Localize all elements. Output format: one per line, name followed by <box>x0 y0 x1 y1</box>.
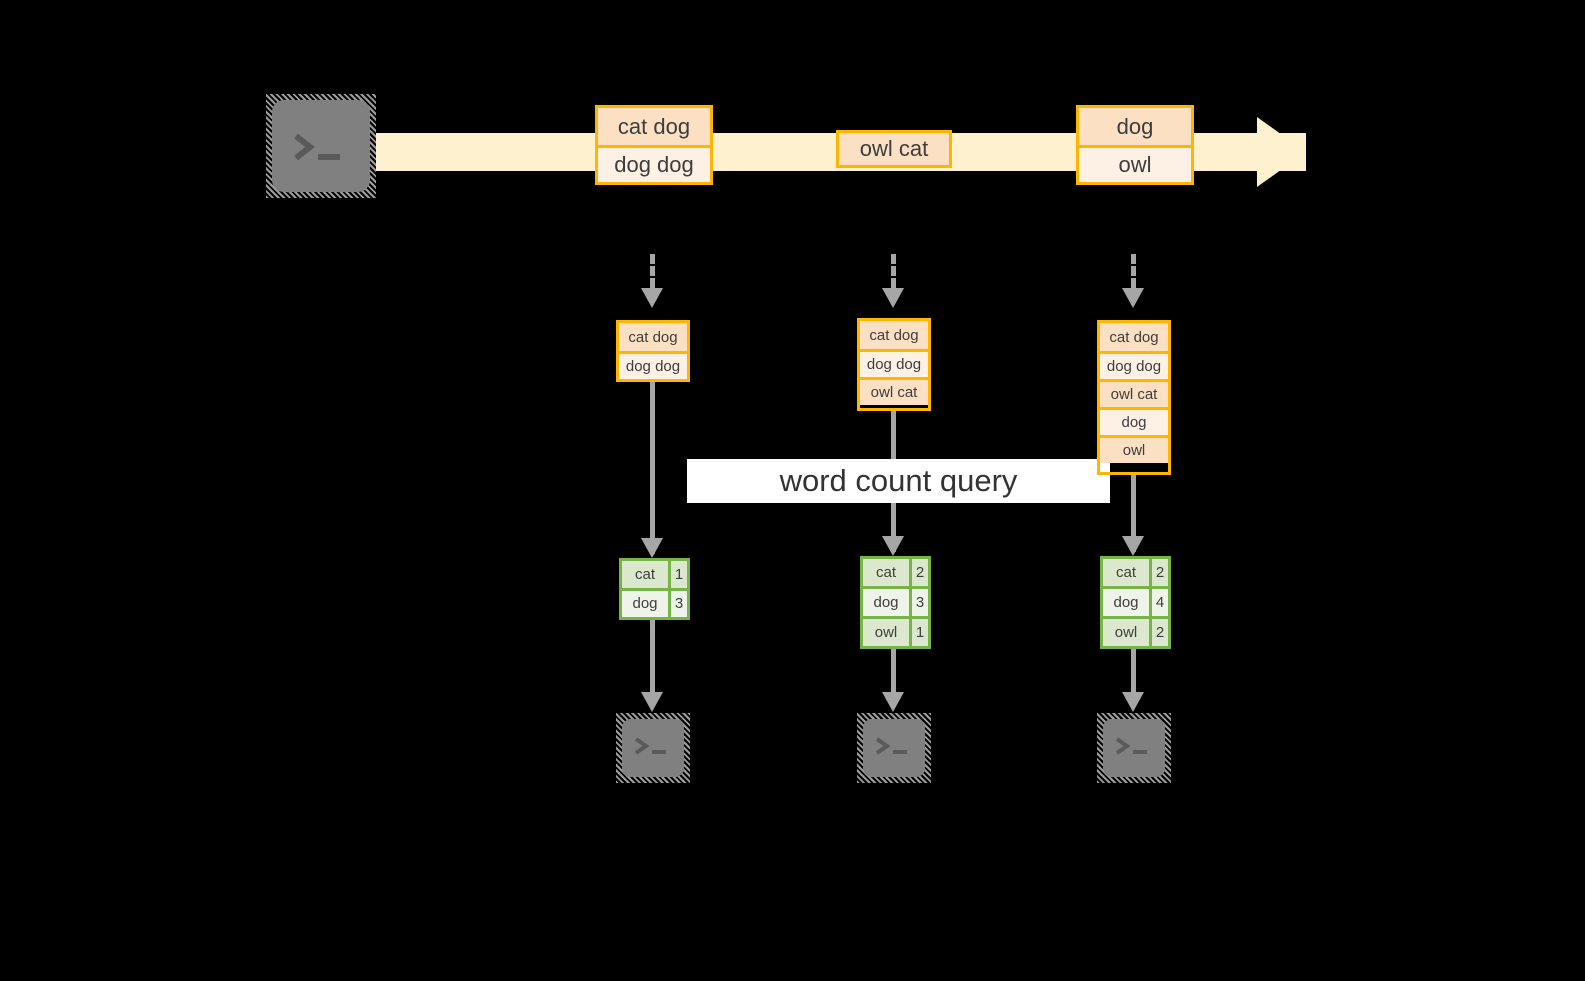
snapshot-2-records[interactable]: cat dog dog dog owl cat <box>857 318 931 411</box>
snapshot-1-records[interactable]: cat dog dog dog <box>616 320 690 382</box>
terminal-body <box>863 719 925 777</box>
stream-event-1-line-1: cat dog <box>598 108 710 145</box>
stream-event-2[interactable]: owl cat <box>836 130 952 168</box>
stream-event-3-line-2: owl <box>1079 145 1191 182</box>
stream-event-2-line-1: owl cat <box>839 133 949 165</box>
terminal-body <box>622 719 684 777</box>
snapshot-3-record-3: owl cat <box>1100 379 1168 407</box>
snapshot-3-record-2: dog dog <box>1100 351 1168 379</box>
snapshot-2-count-value-3: 1 <box>909 619 928 646</box>
snapshot-1-sink-terminal-icon[interactable] <box>616 713 690 783</box>
snapshot-3-counts[interactable]: cat 2 dog 4 owl 2 <box>1100 556 1171 649</box>
snapshot-3-records[interactable]: cat dog dog dog owl cat dog owl <box>1097 320 1171 475</box>
snapshot-3-count-row-2: dog 4 <box>1103 586 1168 616</box>
snapshot-1-dashed-connector <box>650 254 655 288</box>
terminal-body <box>272 100 370 192</box>
snapshot-2-count-row-2: dog 3 <box>863 586 928 616</box>
snapshot-1-sink-arrowhead <box>641 692 663 712</box>
prompt-glyph-icon <box>875 737 907 755</box>
snapshot-3-dashed-arrowhead <box>1122 288 1144 308</box>
snapshot-2-counts[interactable]: cat 2 dog 3 owl 1 <box>860 556 931 649</box>
snapshot-3-sink-arrow-line <box>1131 649 1136 692</box>
snapshot-3-count-word-1: cat <box>1103 559 1149 586</box>
snapshot-3-sink-terminal-icon[interactable] <box>1097 713 1171 783</box>
query-banner-label: word count query <box>779 463 1018 498</box>
stream-arrowhead <box>1257 117 1306 187</box>
snapshot-2-dashed-connector <box>891 254 896 288</box>
snapshot-3-record-4: dog <box>1100 407 1168 435</box>
snapshot-3-dashed-connector <box>1131 254 1136 288</box>
stream-event-3[interactable]: dog owl <box>1076 105 1194 185</box>
snapshot-2-record-3: owl cat <box>860 377 928 405</box>
snapshot-1-count-value-2: 3 <box>668 590 687 617</box>
snapshot-3-count-value-1: 2 <box>1149 559 1168 586</box>
snapshot-1-query-arrowhead <box>641 538 663 558</box>
snapshot-2-sink-arrowhead <box>882 692 904 712</box>
query-banner: word count query <box>687 459 1110 503</box>
snapshot-2-count-word-2: dog <box>863 589 909 616</box>
snapshot-2-sink-arrow-line <box>891 649 896 692</box>
snapshot-3-count-value-2: 4 <box>1149 589 1168 616</box>
stream-event-1[interactable]: cat dog dog dog <box>595 105 713 185</box>
snapshot-2-sink-terminal-icon[interactable] <box>857 713 931 783</box>
snapshot-1-counts[interactable]: cat 1 dog 3 <box>619 558 690 620</box>
prompt-glyph-icon <box>294 133 340 161</box>
snapshot-2-count-row-1: cat 2 <box>863 559 928 586</box>
prompt-glyph-icon <box>1115 737 1147 755</box>
snapshot-1-count-word-1: cat <box>622 561 668 588</box>
snapshot-2-count-value-1: 2 <box>909 559 928 586</box>
stream-event-3-line-1: dog <box>1079 108 1191 145</box>
snapshot-1-count-value-1: 1 <box>668 561 687 588</box>
snapshot-3-count-value-3: 2 <box>1149 619 1168 646</box>
snapshot-1-query-arrow-line <box>650 382 655 554</box>
snapshot-3-count-row-1: cat 2 <box>1103 559 1168 586</box>
snapshot-2-count-word-1: cat <box>863 559 909 586</box>
snapshot-1-record-2: dog dog <box>619 351 687 379</box>
prompt-glyph-icon <box>634 737 666 755</box>
snapshot-3-record-5: owl <box>1100 435 1168 463</box>
snapshot-3-query-arrow-line <box>1131 474 1136 552</box>
snapshot-1-dashed-arrowhead <box>641 288 663 308</box>
snapshot-3-sink-arrowhead <box>1122 692 1144 712</box>
snapshot-2-query-arrowhead <box>882 536 904 556</box>
source-terminal-icon[interactable] <box>266 94 376 198</box>
snapshot-2-count-value-2: 3 <box>909 589 928 616</box>
snapshot-1-count-row-2: dog 3 <box>622 587 687 617</box>
snapshot-2-record-2: dog dog <box>860 349 928 377</box>
snapshot-2-count-word-3: owl <box>863 619 909 646</box>
stream-event-1-line-2: dog dog <box>598 145 710 182</box>
snapshot-1-sink-arrow-line <box>650 620 655 692</box>
snapshot-2-record-1: cat dog <box>860 321 928 349</box>
snapshot-2-dashed-arrowhead <box>882 288 904 308</box>
snapshot-1-count-word-2: dog <box>622 590 668 617</box>
snapshot-3-record-1: cat dog <box>1100 323 1168 351</box>
terminal-body <box>1103 719 1165 777</box>
snapshot-3-count-row-3: owl 2 <box>1103 616 1168 646</box>
snapshot-1-count-row-1: cat 1 <box>622 561 687 588</box>
snapshot-3-count-word-2: dog <box>1103 589 1149 616</box>
snapshot-3-query-arrowhead <box>1122 536 1144 556</box>
snapshot-2-count-row-3: owl 1 <box>863 616 928 646</box>
snapshot-1-record-1: cat dog <box>619 323 687 351</box>
snapshot-3-count-word-3: owl <box>1103 619 1149 646</box>
